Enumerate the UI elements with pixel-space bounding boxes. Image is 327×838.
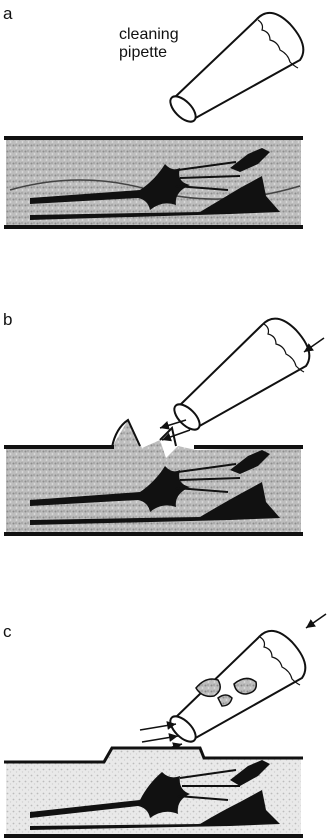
outflow-arrow-c bbox=[306, 614, 326, 628]
pipette-c bbox=[166, 631, 305, 746]
panel-c bbox=[4, 614, 326, 838]
panel-a bbox=[4, 13, 303, 227]
pipette-b bbox=[170, 319, 309, 434]
debris-3 bbox=[234, 678, 256, 694]
pipette-a bbox=[166, 13, 303, 126]
panel-b bbox=[4, 319, 324, 534]
